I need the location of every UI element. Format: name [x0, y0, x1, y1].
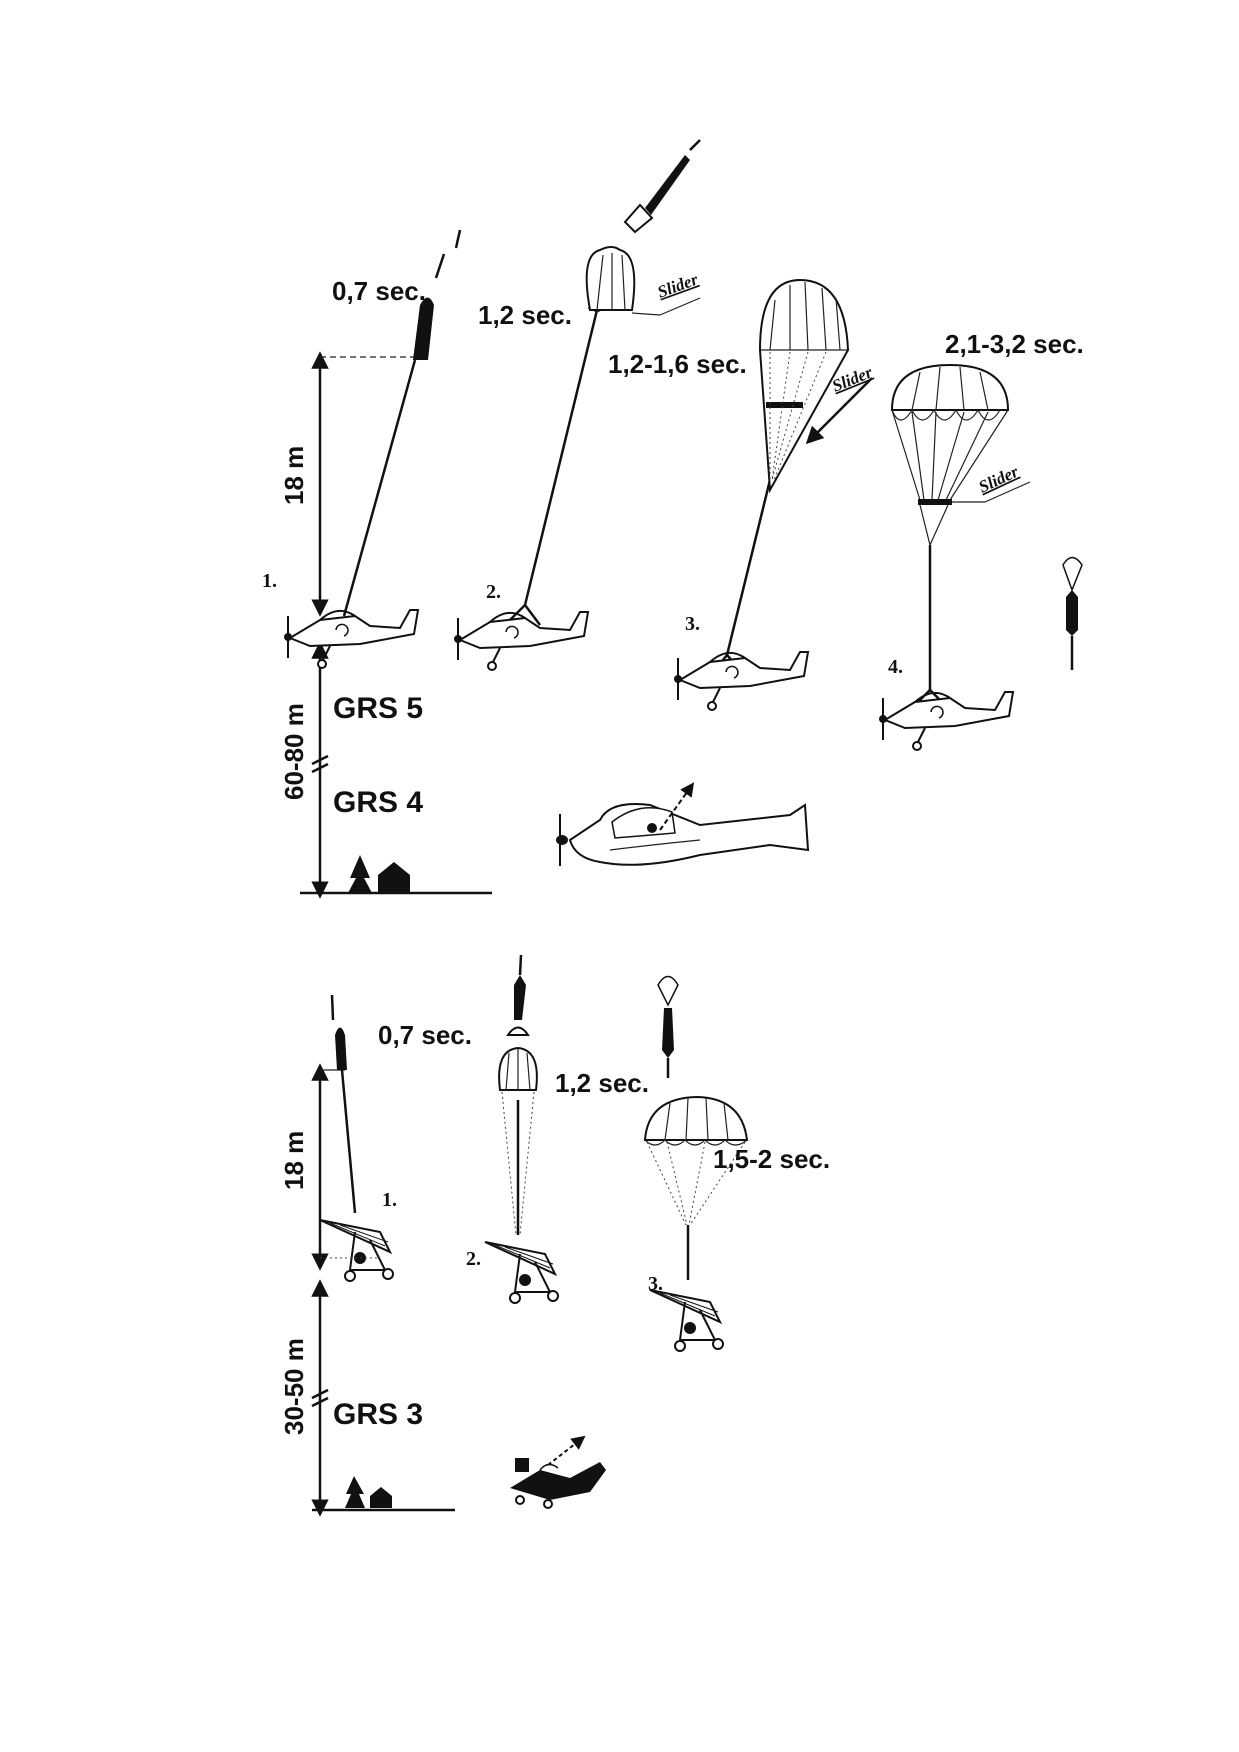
canopy-open [643, 1095, 749, 1141]
step-3: 3. [685, 613, 700, 635]
grs4-airplane [556, 782, 810, 866]
phase-1: 0,7 sec. 1. [319, 994, 472, 1282]
altitude-label: 60-80 m [279, 703, 309, 800]
top-panel: 18 m 60-80 m GRS 5 GRS 4 0,7 sec. 1. [262, 139, 1084, 899]
rocket-pack [335, 1027, 347, 1070]
phase-3-time: 1,2-1,6 sec. [608, 349, 747, 379]
step-1: 1. [262, 570, 277, 592]
phase-4: 2,1-3,2 sec. Slider 4. [878, 329, 1084, 751]
distance-label: 18 m [279, 446, 309, 505]
house-icon [370, 1487, 392, 1508]
distance-label: 18 m [279, 1131, 309, 1190]
canopy-inflating [758, 278, 850, 494]
phase-2: 1,2 sec. 2. [466, 954, 649, 1304]
phase-4-time: 2,1-3,2 sec. [945, 329, 1084, 359]
altitude-label: 30-50 m [279, 1338, 309, 1435]
step-2: 2. [486, 581, 501, 603]
canopy-open [890, 363, 1010, 411]
system-label-grs4: GRS 4 [333, 786, 423, 819]
phase-3: 1,2-1,6 sec. Slider 3. [608, 278, 875, 711]
phase-3: 1,5-2 sec. 3. [643, 1095, 830, 1352]
container-cap [623, 203, 654, 234]
slider-label-3: Slider [976, 462, 1022, 497]
bottom-panel: 18 m 30-50 m GRS 3 0,7 sec. 1. [279, 954, 830, 1517]
step-4: 4. [888, 656, 903, 678]
grs3-trike [510, 1435, 606, 1509]
tree-icon [348, 855, 372, 893]
house-icon [378, 862, 410, 892]
spent-rocket-icon [1062, 556, 1083, 670]
system-label-grs5: GRS 5 [333, 692, 423, 725]
phase-3-time: 1,5-2 sec. [713, 1144, 830, 1174]
canopy-packed [585, 246, 636, 311]
step-2: 2. [466, 1248, 481, 1270]
phase-2: 1,2 sec. Slider 2. [453, 139, 701, 671]
rocket-pack [413, 297, 434, 360]
tree-icon [345, 1476, 365, 1508]
system-label-grs3: GRS 3 [333, 1398, 423, 1431]
step-3: 3. [648, 1273, 663, 1295]
phase-1: 0,7 sec. 1. [262, 229, 462, 669]
phase-2-time: 1,2 sec. [478, 300, 572, 330]
phase-1-time: 0,7 sec. [378, 1020, 472, 1050]
phase-2-time: 1,2 sec. [555, 1068, 649, 1098]
spent-rocket-icon [657, 975, 679, 1078]
slider-label-1: Slider [655, 270, 701, 302]
step-1: 1. [382, 1189, 397, 1211]
phase-1-time: 0,7 sec. [332, 276, 426, 306]
